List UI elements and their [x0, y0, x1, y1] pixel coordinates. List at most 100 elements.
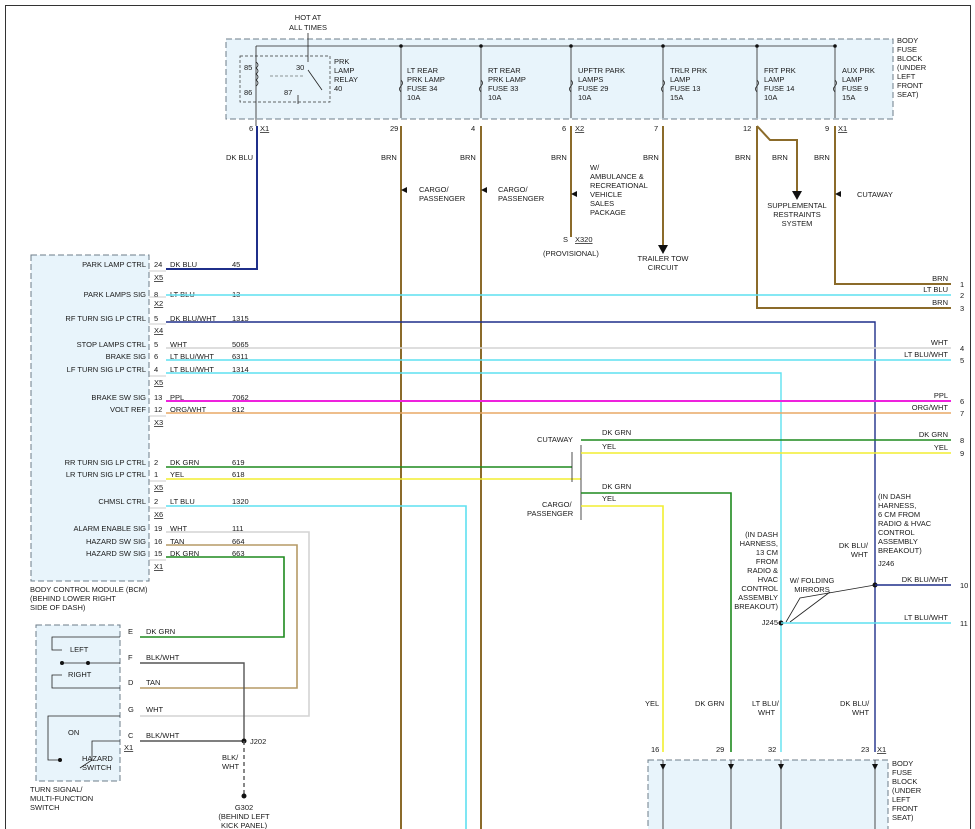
wire-label-brn-12: BRN	[735, 153, 751, 162]
f9-l0: AUX PRK	[842, 66, 875, 75]
pin-4: 4	[471, 124, 475, 133]
relay-label-4: 40	[334, 84, 342, 93]
bcm-signal-name: HAZARD SW SIG	[86, 549, 146, 558]
j245-t8: BREAKOUT)	[734, 602, 778, 611]
j245-note: (IN DASH HARNESS, 13 CM FROM RADIO & HVA…	[734, 530, 778, 627]
bot-pin-23: 23	[861, 745, 869, 754]
arrow-trailer	[658, 245, 668, 254]
ground-id: G302	[235, 803, 253, 812]
pin-7: 7	[654, 124, 658, 133]
bcm-pin: 1	[154, 470, 158, 479]
cutaway-wire-2: YEL	[602, 442, 616, 451]
bcm-l2: SIDE OF DASH)	[30, 603, 86, 612]
wire-label-brn-7: BRN	[643, 153, 659, 162]
f29-l2: FUSE 29	[578, 84, 608, 93]
f9-l1: LAMP	[842, 75, 862, 84]
bcm-box	[30, 254, 150, 582]
j246-note: (IN DASH HARNESS, 6 CM FROM RADIO & HVAC…	[839, 492, 932, 568]
bot-wire-ltblu-2: WHT	[758, 708, 775, 717]
right-output-wire: BRN	[932, 274, 948, 283]
wire-label-brn-4: BRN	[460, 153, 476, 162]
f34-l2: FUSE 34	[407, 84, 437, 93]
fbb-l3: (UNDER	[892, 786, 922, 795]
j245-t0: (IN DASH	[745, 530, 778, 539]
park-lamp-relay: 85 86 30 87 PRK LAMP RELAY 40	[239, 46, 358, 126]
f9-l2: FUSE 9	[842, 84, 868, 93]
f13-l2: FUSE 13	[670, 84, 700, 93]
bcm-pin: 2	[154, 458, 158, 467]
j246-wire-2: WHT	[851, 550, 868, 559]
relay-pin-87: 87	[284, 88, 292, 97]
fbb-l5: FRONT	[892, 804, 918, 813]
fuse-29: UPFTR PARK LAMPS FUSE 29 10A	[569, 44, 625, 118]
folding-link-2	[789, 591, 831, 623]
gnd-wire-2: WHT	[222, 762, 239, 771]
folding-1: W/ FOLDING	[790, 576, 835, 585]
right-output-wire: LT BLU/WHT	[904, 350, 948, 359]
cargo-label-2: PASSENGER	[527, 509, 574, 518]
bcm-wire-color: PPL	[170, 393, 184, 402]
wire-label-brn-29: BRN	[381, 153, 397, 162]
f13-l1: LAMP	[670, 75, 690, 84]
bcm-wire-color: ORG/WHT	[170, 405, 207, 414]
fbt-l5: FRONT	[897, 81, 923, 90]
bot-conn-x1: X1	[877, 745, 886, 754]
pin-29: 29	[390, 124, 398, 133]
bcm-wire-color: LT BLU/WHT	[170, 352, 214, 361]
fuse-33: RT REAR PRK LAMP FUSE 33 10A	[479, 44, 526, 118]
cargo-wire-2: YEL	[602, 494, 616, 503]
bcm-pin: 12	[154, 405, 162, 414]
bot-wire-dkblu-1: DK BLU/	[840, 699, 870, 708]
j246-t0: (IN DASH	[878, 492, 911, 501]
bcm-signal-name: PARK LAMP CTRL	[82, 260, 146, 269]
cargo-wire-1: DK GRN	[602, 482, 631, 491]
f13-l0: TRLR PRK	[670, 66, 707, 75]
f14-l2: FUSE 14	[764, 84, 794, 93]
j202-label: J202	[250, 737, 266, 746]
bcm-l0: BODY CONTROL MODULE (BCM)	[30, 585, 148, 594]
switch-right: RIGHT	[68, 670, 92, 679]
bcm-wire-color: WHT	[170, 524, 187, 533]
hazard-1: HAZARD	[82, 754, 113, 763]
bcm-wire-color: LT BLU	[170, 497, 195, 506]
bot-pin-29: 29	[716, 745, 724, 754]
bcm-pin: 2	[154, 497, 158, 506]
bcm-label: BODY CONTROL MODULE (BCM) (BEHIND LOWER …	[30, 585, 148, 612]
arrow-cargo-2	[481, 187, 487, 193]
right-output-number: 6	[960, 397, 964, 406]
relay-label-3: RELAY	[334, 75, 358, 84]
right-output-wire: DK GRN	[919, 430, 948, 439]
fuse-block-bottom	[647, 759, 889, 829]
bcm-pin: 13	[154, 393, 162, 402]
bcm-signal-name: STOP LAMPS CTRL	[77, 340, 146, 349]
bcm-wire-color: DK GRN	[170, 549, 199, 558]
wire-blkwht-f	[140, 662, 245, 741]
splice-s: S	[563, 235, 568, 244]
j246-t6: BREAKOUT)	[878, 546, 922, 555]
right-output-number: 11	[960, 619, 968, 628]
fbt-l1: FUSE	[897, 45, 917, 54]
f33-l1: PRK LAMP	[488, 75, 526, 84]
wire-yel-16b	[581, 505, 664, 752]
bcm-circuit: 1315	[232, 314, 249, 323]
j245-t2: 13 CM	[756, 548, 778, 557]
bcm-signal-name: VOLT REF	[110, 405, 146, 414]
f34-l0: LT REAR	[407, 66, 439, 75]
bcm-circuit: 812	[232, 405, 245, 414]
bcm-wire-color: WHT	[170, 340, 187, 349]
j245-id: J245	[762, 618, 778, 627]
f9-l3: 15A	[842, 93, 855, 102]
fbb-l1: FUSE	[892, 768, 912, 777]
right-output-number: 4	[960, 344, 964, 353]
wire-dkgrn-663	[140, 556, 285, 638]
bcm-pin: 8	[154, 290, 158, 299]
bcm-signal-name: HAZARD SW SIG	[86, 537, 146, 546]
up-n1: AMBULANCE &	[590, 172, 644, 181]
bcm-circuit: 619	[232, 458, 245, 467]
fbb-l2: BLOCK	[892, 777, 917, 786]
bottom-fuse-legs	[660, 760, 878, 829]
bcm-circuit: 1320	[232, 497, 249, 506]
j246-wire-1: DK BLU/	[839, 541, 869, 550]
